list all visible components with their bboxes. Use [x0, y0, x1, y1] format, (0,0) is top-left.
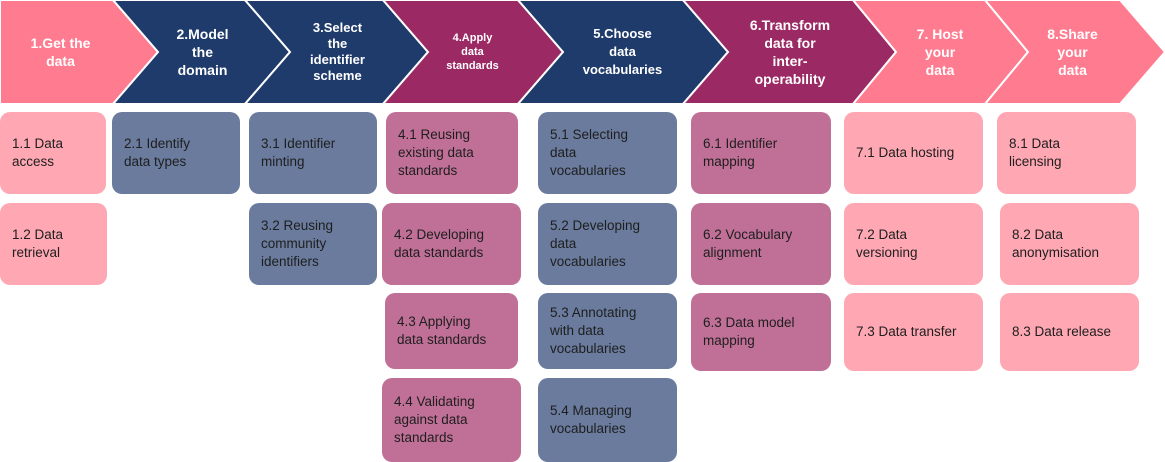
card-4-3-applying-standards: 4.3 Applying data standards — [385, 293, 518, 369]
card-7-3-data-transfer: 7.3 Data transfer — [844, 293, 983, 371]
card-7-2-data-versioning: 7.2 Data versioning — [844, 203, 983, 285]
card-1-1-data-access: 1.1 Data access — [0, 112, 106, 194]
card-8-1-data-licensing: 8.1 Data licensing — [997, 112, 1136, 194]
card-5-4-managing-vocabularies: 5.4 Managing vocabularies — [538, 378, 677, 462]
card-7-1-data-hosting: 7.1 Data hosting — [844, 112, 983, 194]
card-2-1-identify-data-types: 2.1 Identify data types — [112, 112, 240, 194]
card-6-1-identifier-mapping: 6.1 Identifier mapping — [691, 112, 831, 194]
step-5-label: 5.Choose data vocabularies — [582, 26, 663, 77]
card-8-2-data-anonymisation: 8.2 Data anonymisation — [1000, 203, 1139, 285]
card-5-2-developing-vocabularies: 5.2 Developing data vocabularies — [538, 203, 677, 285]
card-4-4-validating-standards: 4.4 Validating against data standards — [382, 378, 521, 462]
card-4-1-reusing-standards: 4.1 Reusing existing data standards — [386, 112, 518, 194]
step-1-label: 1.Get the data — [30, 35, 91, 69]
step-2-label: 2.Model the domain — [176, 26, 229, 78]
step-7-label: 7. Host your data — [916, 26, 964, 78]
step-3-label: 3.Select the identifier scheme — [310, 20, 365, 83]
step-8-label: 8.Share your data — [1047, 26, 1098, 78]
card-3-2-reusing-community-identifiers: 3.2 Reusing community identifiers — [249, 203, 377, 285]
card-3-1-identifier-minting: 3.1 Identifier minting — [249, 112, 377, 194]
chevron-step-8 — [982, 0, 1165, 105]
card-6-2-vocabulary-alignment: 6.2 Vocabulary alignment — [691, 203, 831, 285]
card-5-1-selecting-vocabularies: 5.1 Selecting data vocabularies — [538, 112, 677, 194]
card-6-3-data-model-mapping: 6.3 Data model mapping — [691, 293, 831, 371]
step-6-label: 6.Transform data for inter- operability — [749, 17, 831, 87]
chevron-row — [0, 0, 1165, 105]
step-4-label: 4.Apply data standards — [446, 32, 499, 72]
card-4-2-developing-standards: 4.2 Developing data standards — [382, 203, 521, 285]
card-8-3-data-release: 8.3 Data release — [1000, 293, 1139, 371]
card-5-3-annotating-vocabularies: 5.3 Annotating with data vocabularies — [538, 293, 677, 369]
card-1-2-data-retrieval: 1.2 Data retrieval — [0, 203, 107, 285]
